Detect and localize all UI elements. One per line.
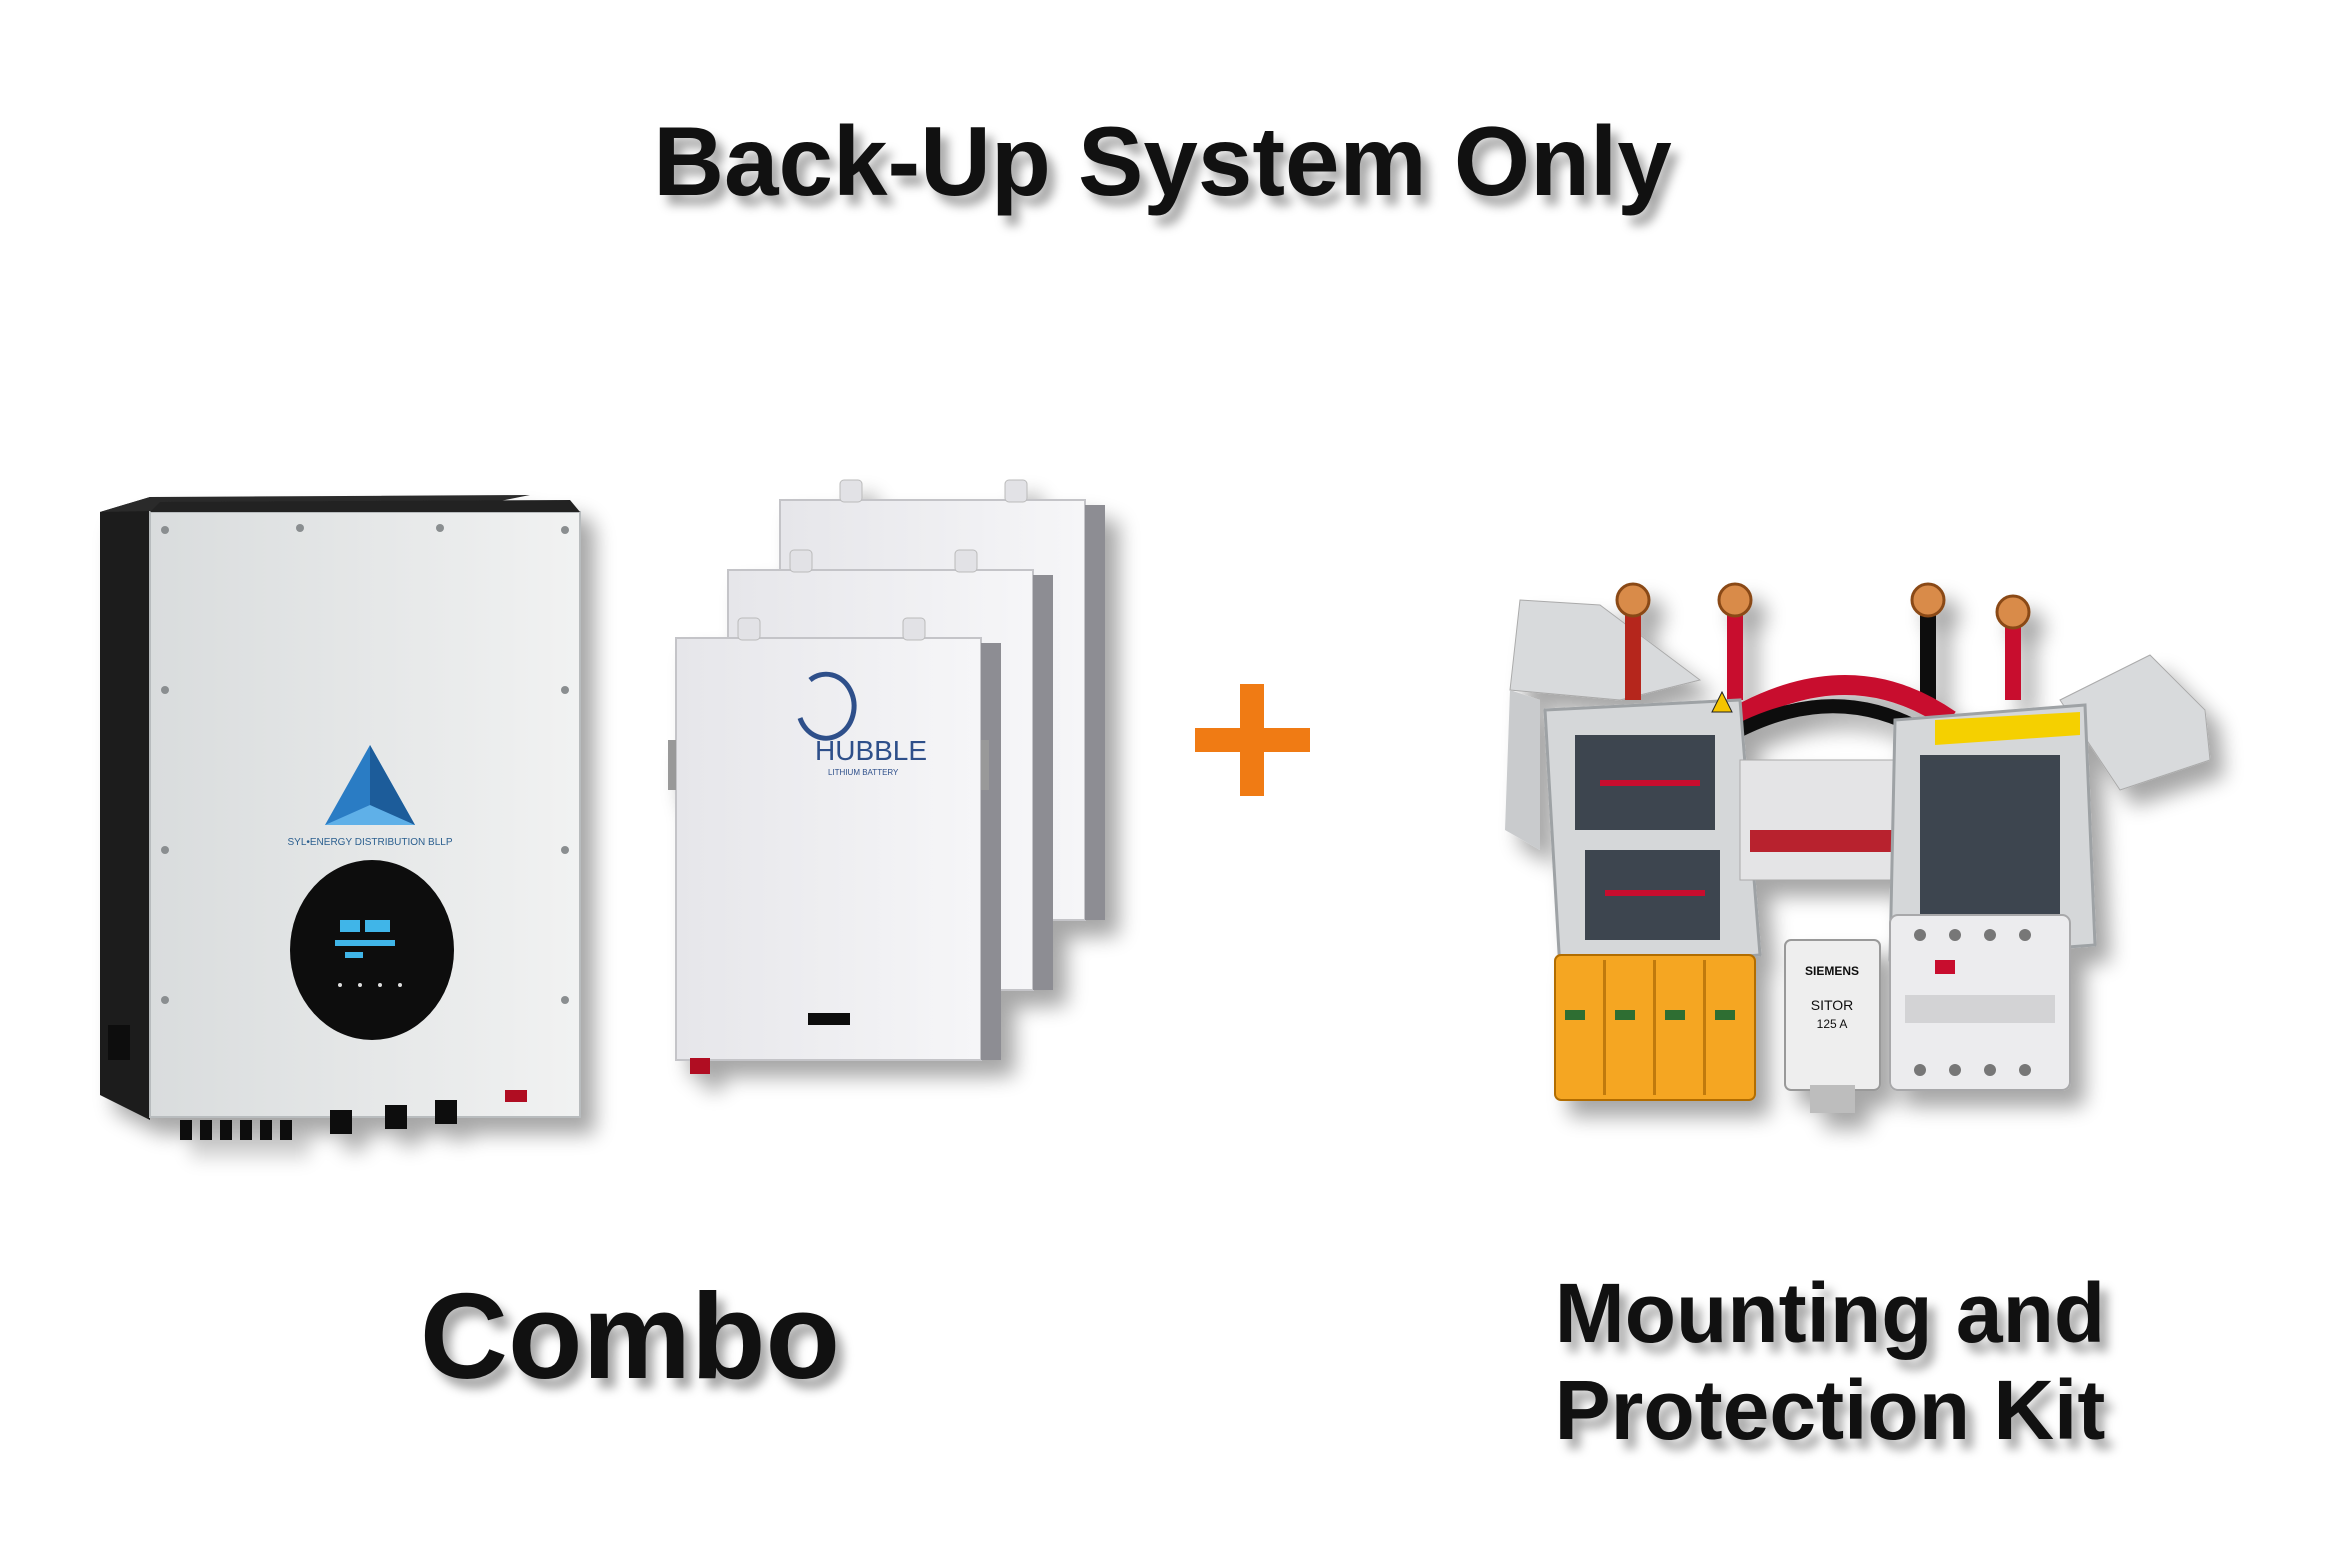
hubble-logo-icon [797, 671, 857, 741]
inverter-image: SYL•ENERGY DISTRIBUTION BLLP [100, 495, 581, 1140]
plus-icon [1195, 684, 1310, 796]
fuse-rating-text: 125 A [1817, 1017, 1848, 1031]
kit-caption: Mounting and Protection Kit [1480, 1265, 2180, 1458]
combo-caption: Combo [419, 1268, 841, 1404]
page-title: Back-Up System Only [653, 106, 1672, 216]
inverter-logo-icon [325, 745, 415, 825]
ac-combiner-box [1888, 703, 2097, 962]
fuse-holder [1739, 759, 1911, 881]
inverter-display [335, 920, 395, 958]
protection-kit-image: SIEMENS SITOR 125 A [1505, 582, 2211, 1113]
battery-tagline-text: LITHIUM BATTERY [828, 768, 899, 777]
inverter-brand-text: SYL•ENERGY DISTRIBUTION BLLP [287, 837, 452, 848]
battery-stack-image: HUBBLE LITHIUM BATTERY [668, 479, 1105, 1074]
kit-caption-line-1: Mounting and [1554, 1266, 2106, 1360]
fuse-model-text: SITOR [1811, 997, 1854, 1013]
fuse-link: SIEMENS SITOR 125 A [1784, 939, 1881, 1113]
battery-front: HUBBLE LITHIUM BATTERY [668, 617, 1001, 1074]
circuit-breaker [1889, 914, 2071, 1091]
battery-brand-text: HUBBLE [815, 735, 927, 766]
dc-combiner-box [1543, 690, 1762, 972]
kit-caption-line-2: Protection Kit [1554, 1362, 2106, 1457]
surge-protection-device [1554, 954, 1756, 1101]
fuse-brand-text: SIEMENS [1805, 964, 1859, 978]
